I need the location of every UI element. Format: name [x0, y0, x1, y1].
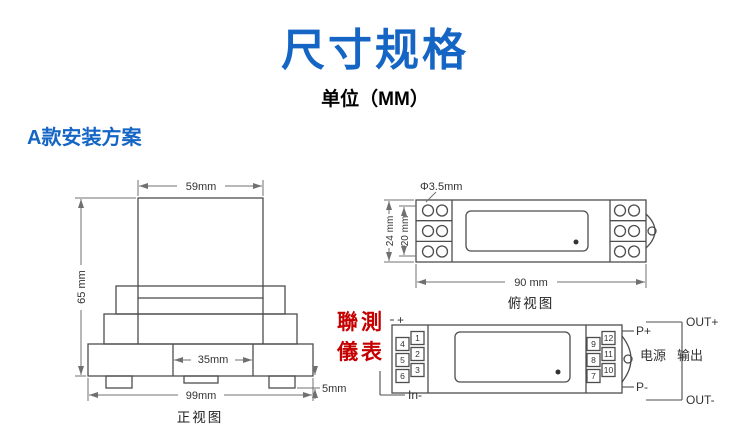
- watermark-line2: 儀表: [337, 340, 385, 364]
- p-plus-label: P+: [636, 324, 651, 338]
- dim-59mm-label: 59mm: [186, 181, 217, 193]
- section-heading: A款安装方案: [27, 127, 142, 149]
- unit-label: 单位（MM）: [321, 89, 429, 110]
- terminal-5: 5: [400, 355, 405, 365]
- watermark-line1: 聯測: [337, 311, 385, 334]
- top-module-outline: [415, 199, 657, 263]
- dim-5mm-label: 5mm: [322, 383, 346, 395]
- top-view-caption: 俯视图: [508, 296, 555, 311]
- dim-20mm-label: 20 mm: [400, 216, 411, 247]
- dim-65mm-label: 65 mm: [76, 270, 88, 304]
- terminal-2: 2: [415, 349, 420, 359]
- display-dot: [573, 239, 579, 245]
- front-view-caption: 正视图: [177, 410, 224, 425]
- out-plus-label: OUT+: [686, 315, 718, 329]
- terminal-7: 7: [591, 371, 596, 381]
- front-module-outline: [87, 197, 314, 389]
- wiring-module-outline: [391, 324, 633, 394]
- p-minus-label: P-: [636, 380, 648, 394]
- terminal-11: 11: [604, 349, 613, 359]
- front-dimension-lines: [75, 180, 320, 401]
- watermark-stamp: 聯測 儀表: [332, 306, 390, 371]
- dim-24mm-label: 24 mm: [385, 216, 396, 247]
- terminal-8: 8: [591, 355, 596, 365]
- top-view-drawing: Φ3.5mm 24 mm 20 mm 90 mm 俯视图: [383, 181, 657, 311]
- terminal-4: 4: [400, 339, 405, 349]
- dim-90mm-label: 90 mm: [514, 277, 548, 289]
- page-title: 尺寸规格: [281, 26, 469, 75]
- out-minus-label: OUT-: [686, 393, 715, 407]
- dim-hole-label: Φ3.5mm: [420, 181, 462, 193]
- terminal-1: 1: [415, 333, 420, 343]
- dim-35mm-label: 35mm: [198, 354, 229, 366]
- terminal-10: 10: [604, 365, 614, 375]
- front-view-drawing: 59mm 65 mm 35mm 99mm 5mm 正视图: [74, 179, 346, 425]
- terminal-9: 9: [591, 339, 596, 349]
- in-plus-label: +: [397, 313, 404, 327]
- output-label: 输出: [677, 348, 703, 363]
- in-minus-label: In-: [408, 388, 422, 402]
- dim-99mm-label: 99mm: [186, 390, 217, 402]
- terminal-3: 3: [415, 365, 420, 375]
- terminal-6: 6: [400, 371, 405, 381]
- terminal-12: 12: [604, 333, 614, 343]
- display-dot: [555, 369, 561, 375]
- power-label: 电源: [640, 348, 666, 363]
- top-dimension-lines: [384, 191, 647, 288]
